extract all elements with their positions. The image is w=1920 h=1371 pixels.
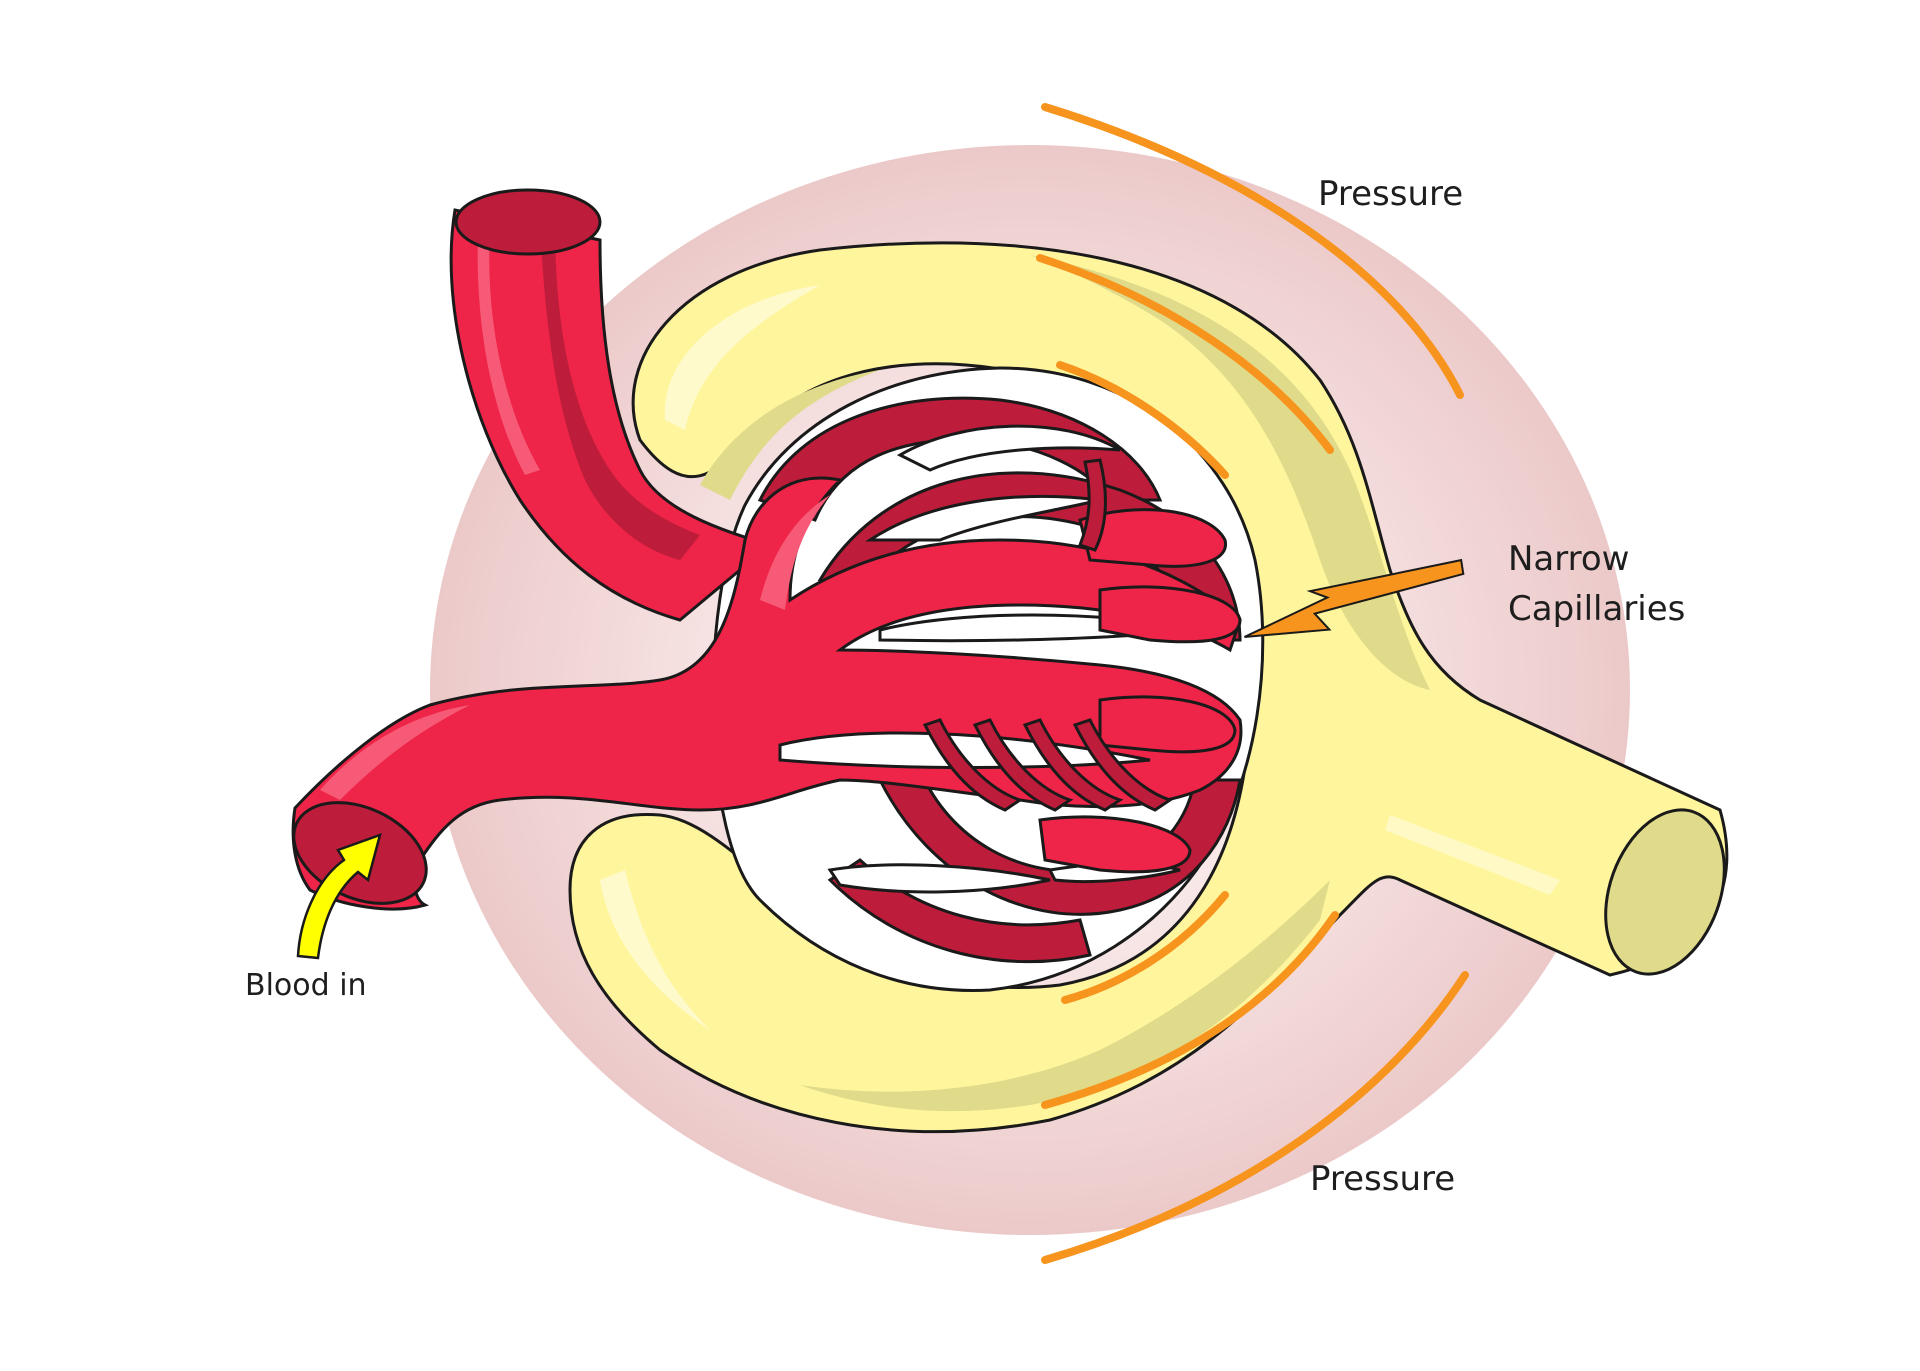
capillary-finger: [1038, 815, 1192, 874]
pressure-arc-mid-bottom: [1041, 911, 1339, 1109]
capillary-lumen: [827, 863, 1051, 894]
pressure-arcs: [1036, 103, 1469, 1264]
capillary-strand: [1072, 718, 1174, 812]
capillaries-arrow-shape: [1244, 558, 1465, 638]
glomerulus-capillaries: [291, 396, 1243, 964]
capillary-finger: [1098, 695, 1237, 754]
blood-in-arrow-shape: [296, 833, 382, 960]
capillary-strand: [1022, 718, 1124, 812]
capsule-highlight-top: [664, 285, 820, 430]
pressure-label-top: Pressure: [1318, 174, 1463, 214]
capillaries-label-line1: Narrow: [1508, 539, 1630, 579]
capillary-finger: [1078, 508, 1228, 568]
capsule-shadow-bottom: [800, 880, 1330, 1112]
capillary-finger: [1098, 585, 1242, 644]
blood-in-arrow: [296, 833, 382, 960]
tubule-highlight: [1385, 815, 1560, 895]
capillaries-label-line2: Capillaries: [1508, 589, 1685, 629]
tubule-opening: [1604, 808, 1726, 976]
blood-in-label: Blood in: [245, 968, 367, 1003]
capsule-inner-shadow: [700, 370, 880, 500]
capsule-highlight-bottom: [600, 870, 710, 1030]
capillary-strand: [922, 718, 1024, 812]
pressure-arc-outer-bottom: [1041, 971, 1469, 1264]
pressure-arc-mid-top: [1036, 254, 1334, 454]
afferent-vessel-highlight: [320, 705, 470, 800]
afferent-vessel-body: [291, 476, 1243, 911]
capillary-loop: [827, 858, 1092, 964]
pressure-label-bottom: Pressure: [1310, 1159, 1455, 1199]
pressure-arc-outer-top: [1041, 103, 1464, 399]
capillary-lumen: [896, 424, 1121, 472]
efferent-vessel-body: [449, 208, 774, 622]
capillary-strand: [972, 718, 1074, 812]
capsule-shadow-right: [1030, 255, 1430, 690]
efferent-opening: [454, 188, 602, 256]
afferent-vessel-highlight: [760, 495, 830, 610]
capillaries-arrow: [1244, 558, 1465, 638]
pressure-arc-inner-bottom: [1061, 891, 1229, 1004]
efferent-arteriole: [449, 188, 774, 622]
capillary-strand: [1078, 458, 1107, 552]
pressure-arc-inner-top: [1056, 361, 1229, 479]
efferent-vessel-highlight: [477, 230, 540, 475]
efferent-vessel-dark: [540, 225, 700, 560]
